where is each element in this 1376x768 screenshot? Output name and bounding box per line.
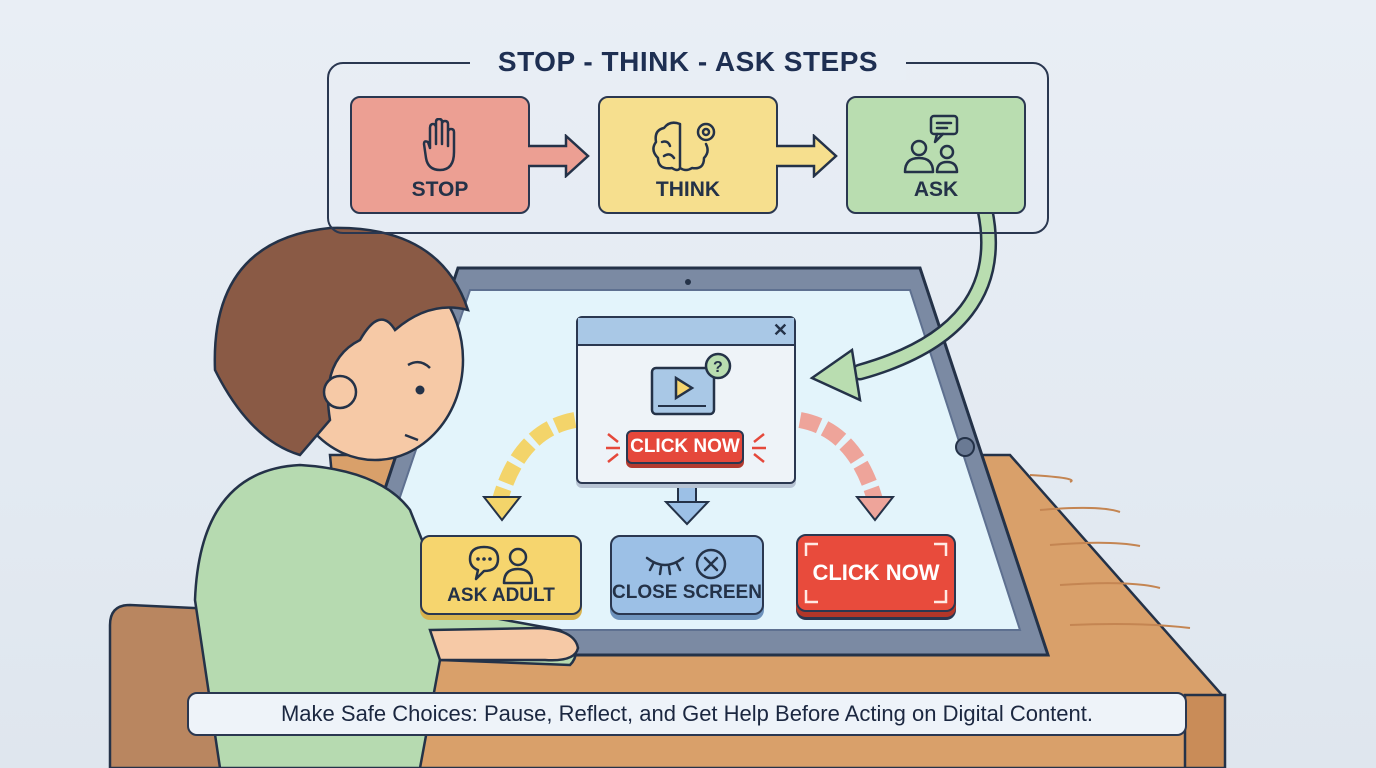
choice-click-now[interactable]: CLICK NOW [796, 534, 956, 612]
arrow-think-to-ask [776, 134, 838, 178]
svg-text:?: ? [713, 359, 723, 376]
choice-close-screen[interactable]: CLOSE SCREEN [610, 535, 764, 615]
choice-click-now-label: CLICK NOW [812, 560, 940, 585]
step-stop-label: STOP [411, 178, 469, 201]
popup-click-now-button[interactable]: CLICK NOW [626, 430, 744, 464]
popup-titlebar: ✕ [578, 318, 794, 346]
caption-banner: Make Safe Choices: Pause, Reflect, and G… [187, 692, 1187, 736]
arrow-to-click-now [798, 412, 883, 503]
choice-ask-adult-label: ASK ADULT [447, 585, 555, 606]
raised-hand-icon [422, 118, 456, 172]
closed-eye-x-icon [645, 548, 727, 580]
popup-window: ✕ ? CLICK NOW [576, 316, 796, 484]
step-think: THINK [598, 96, 778, 214]
step-ask: ASK [846, 96, 1026, 214]
attention-burst-left [606, 433, 620, 463]
people-speech-icon [903, 114, 959, 174]
arrow-to-ask-adult [492, 412, 577, 503]
step-ask-label: ASK [913, 178, 959, 201]
speech-person-icon [468, 545, 534, 585]
arrow-stop-to-think [528, 134, 590, 178]
popup-close-button[interactable]: ✕ [772, 320, 788, 340]
choice-close-screen-label: CLOSE SCREEN [612, 582, 762, 603]
choice-ask-adult[interactable]: ASK ADULT [420, 535, 582, 615]
brain-gear-icon [652, 121, 716, 172]
attention-burst-right [752, 433, 766, 463]
focus-corners-icon [804, 542, 948, 604]
steps-title: STOP - THINK - ASK STEPS [470, 44, 906, 80]
video-question-icon: ? [650, 352, 732, 416]
step-stop: STOP [350, 96, 530, 214]
step-think-label: THINK [655, 178, 721, 201]
